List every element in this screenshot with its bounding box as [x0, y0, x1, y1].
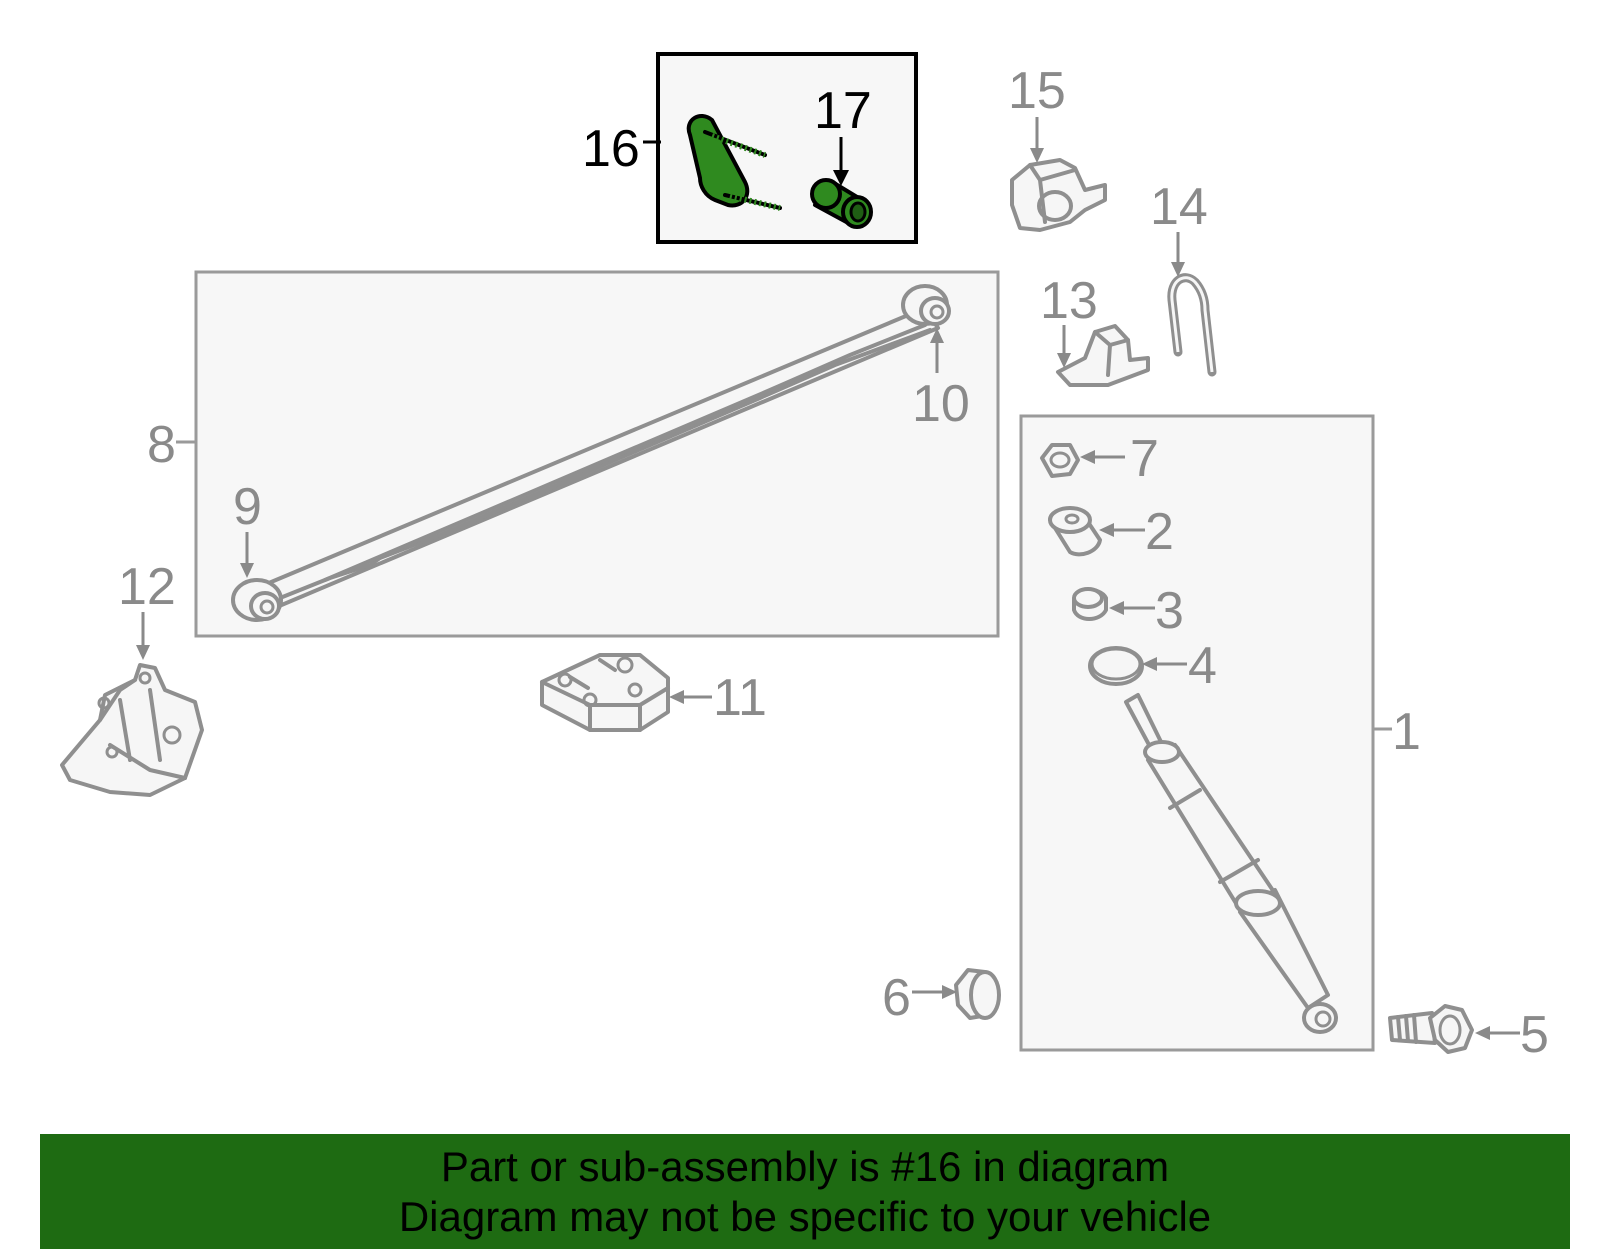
part-1-shock-absorber[interactable]	[1124, 693, 1338, 1034]
callout-11: 11	[713, 669, 767, 727]
part-12-spring-hanger[interactable]	[60, 663, 204, 797]
part-13-bump-stopper[interactable]	[1056, 324, 1150, 387]
arrow-6	[912, 985, 957, 999]
part-5-bolt[interactable]	[1388, 1004, 1474, 1054]
callout-16: 16	[582, 120, 640, 178]
arrow-5	[1475, 1026, 1520, 1040]
callout-13: 13	[1040, 272, 1098, 330]
arrow-17	[833, 137, 849, 186]
callout-1: 1	[1392, 703, 1421, 761]
part-3-cushion[interactable]	[1072, 587, 1108, 621]
arrow-10	[930, 328, 944, 373]
arrow-7	[1080, 450, 1125, 464]
part-8-leaf-spring[interactable]	[231, 284, 951, 622]
arrow-15	[1030, 117, 1044, 163]
arrow-12	[136, 612, 150, 660]
banner-line-2: Diagram may not be specific to your vehi…	[398, 1193, 1212, 1240]
arrow-4	[1142, 657, 1187, 671]
callout-9: 9	[233, 478, 262, 536]
part-4-washer[interactable]	[1088, 646, 1144, 686]
banner-line-1: Part or sub-assembly is #16 in diagram	[440, 1143, 1170, 1190]
callout-10: 10	[912, 375, 970, 433]
callout-12: 12	[118, 558, 176, 616]
info-banner: Part or sub-assembly is #16 in diagram D…	[40, 1134, 1570, 1249]
arrow-11	[669, 690, 712, 704]
callout-5: 5	[1520, 1006, 1549, 1064]
part-15-shackle-bracket[interactable]	[1010, 158, 1107, 232]
callout-2: 2	[1145, 503, 1174, 561]
callout-15: 15	[1008, 62, 1066, 120]
part-6-nut[interactable]	[954, 968, 1001, 1020]
part-17-bushing[interactable]	[810, 178, 873, 229]
callout-3: 3	[1155, 582, 1184, 640]
arrow-2	[1099, 523, 1145, 537]
part-11-spring-seat[interactable]	[540, 653, 670, 732]
arrow-13	[1057, 325, 1071, 368]
callout-17: 17	[814, 82, 872, 140]
part-2-upper-cushion[interactable]	[1048, 506, 1102, 557]
callout-7: 7	[1130, 430, 1159, 488]
part-14-u-bolt[interactable]	[1167, 273, 1217, 377]
callout-14: 14	[1150, 178, 1208, 236]
part-7-nut[interactable]	[1040, 443, 1080, 478]
callout-8: 8	[147, 416, 176, 474]
callout-4: 4	[1188, 637, 1217, 695]
highlight-box-16-17	[643, 52, 918, 244]
arrow-14	[1171, 232, 1185, 277]
part-16-shackle[interactable]	[686, 114, 782, 211]
arrow-3	[1109, 601, 1155, 615]
arrow-9	[240, 532, 254, 578]
callout-6: 6	[882, 969, 911, 1027]
